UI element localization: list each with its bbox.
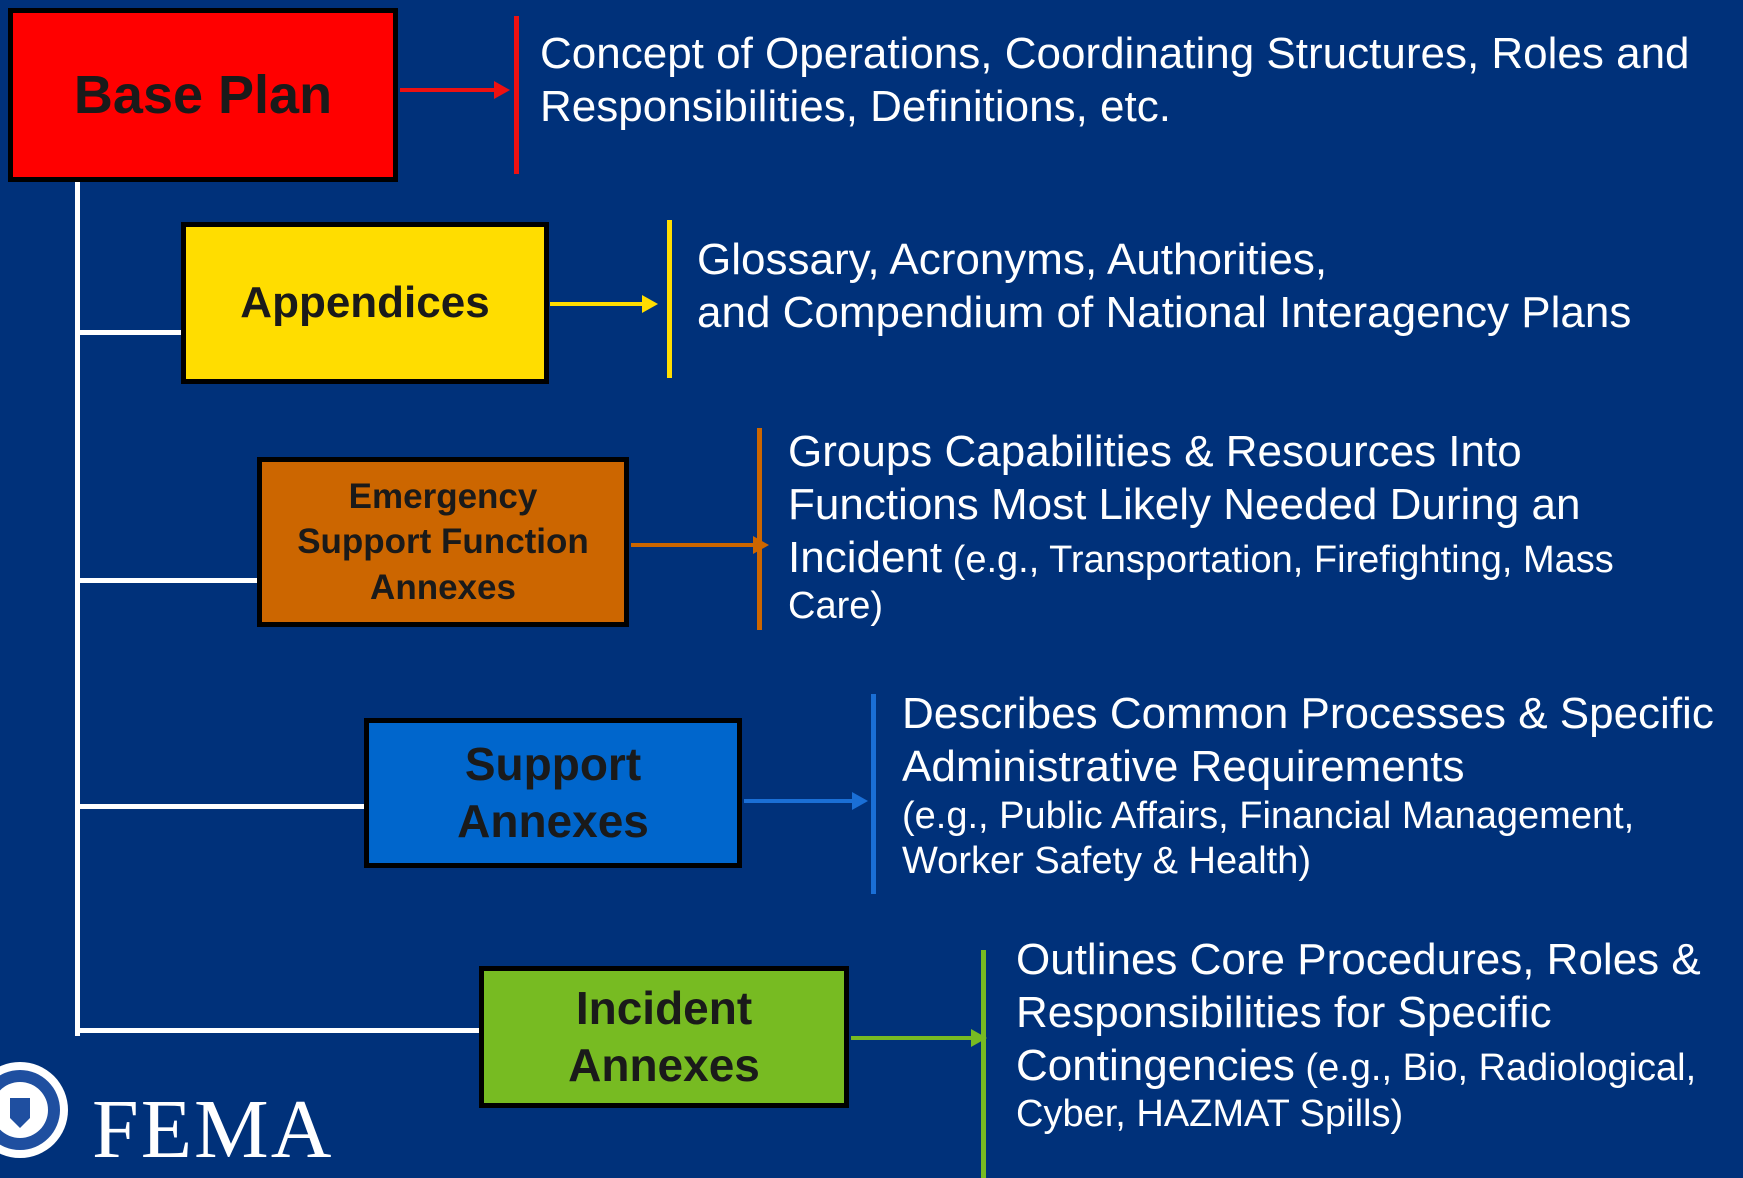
esf-desc-examples: (e.g., Transportation, Firefighting, Mas… bbox=[788, 538, 1614, 628]
esf-annexes-box: Emergency Support Function Annexes bbox=[257, 457, 629, 627]
esf-label-line1: Emergency bbox=[348, 476, 538, 516]
branch-line-appendices bbox=[75, 330, 181, 335]
support-desc-main: Describes Common Processes & Specific Ad… bbox=[902, 689, 1714, 791]
support-description: Describes Common Processes & Specific Ad… bbox=[902, 688, 1738, 885]
support-arrow bbox=[744, 799, 854, 803]
base-plan-arrow bbox=[400, 88, 496, 92]
esf-description: Groups Capabilities & Resources Into Fun… bbox=[788, 426, 1718, 630]
tree-trunk-line bbox=[75, 178, 80, 1036]
appendices-label: Appendices bbox=[240, 278, 490, 327]
support-label-line2: Annexes bbox=[457, 795, 649, 847]
base-plan-desc-text: Concept of Operations, Coordinating Stru… bbox=[540, 29, 1690, 131]
esf-desc-main: Groups Capabilities & Resources Into Fun… bbox=[788, 427, 1581, 582]
appendices-arrow bbox=[550, 302, 644, 306]
incident-label-line2: Annexes bbox=[568, 1039, 760, 1091]
esf-label-line3: Annexes bbox=[370, 567, 516, 607]
support-annexes-box: Support Annexes bbox=[364, 718, 742, 868]
base-plan-label: Base Plan bbox=[73, 65, 333, 125]
base-plan-description: Concept of Operations, Coordinating Stru… bbox=[540, 28, 1710, 134]
esf-arrow bbox=[631, 543, 755, 547]
base-plan-box: Base Plan bbox=[8, 8, 398, 182]
base-plan-divider bbox=[514, 16, 519, 174]
incident-desc-main: Outlines Core Procedures, Roles & Respon… bbox=[1016, 935, 1701, 1090]
appendices-box: Appendices bbox=[181, 222, 549, 384]
appendices-arrowhead bbox=[642, 295, 658, 313]
esf-divider bbox=[757, 428, 762, 630]
branch-line-incident bbox=[75, 1028, 481, 1033]
support-arrowhead bbox=[852, 792, 868, 810]
appendices-desc-line2: and Compendium of National Interagency P… bbox=[697, 287, 1632, 337]
incident-description: Outlines Core Procedures, Roles & Respon… bbox=[1016, 934, 1726, 1138]
dhs-seal-icon bbox=[0, 1062, 68, 1158]
incident-arrow bbox=[851, 1036, 973, 1040]
support-divider bbox=[871, 694, 876, 894]
support-desc-examples: (e.g., Public Affairs, Financial Managem… bbox=[902, 794, 1635, 883]
support-label-line1: Support bbox=[464, 737, 642, 790]
branch-line-support bbox=[75, 804, 365, 809]
fema-logo: FEMA bbox=[92, 1083, 334, 1176]
esf-label-line2: Support Function bbox=[297, 522, 589, 562]
appendices-description: Glossary, Acronyms, Authorities, and Com… bbox=[697, 234, 1737, 340]
incident-annexes-box: Incident Annexes bbox=[479, 966, 849, 1108]
incident-desc-examples: (e.g., Bio, Radiological, Cyber, HAZMAT … bbox=[1016, 1046, 1697, 1136]
base-plan-arrowhead bbox=[494, 81, 510, 99]
appendices-desc-line1: Glossary, Acronyms, Authorities, bbox=[697, 235, 1328, 284]
appendices-divider bbox=[667, 220, 672, 378]
incident-divider bbox=[981, 950, 986, 1178]
branch-line-esf bbox=[75, 578, 259, 583]
incident-label-line1: Incident bbox=[575, 981, 753, 1034]
